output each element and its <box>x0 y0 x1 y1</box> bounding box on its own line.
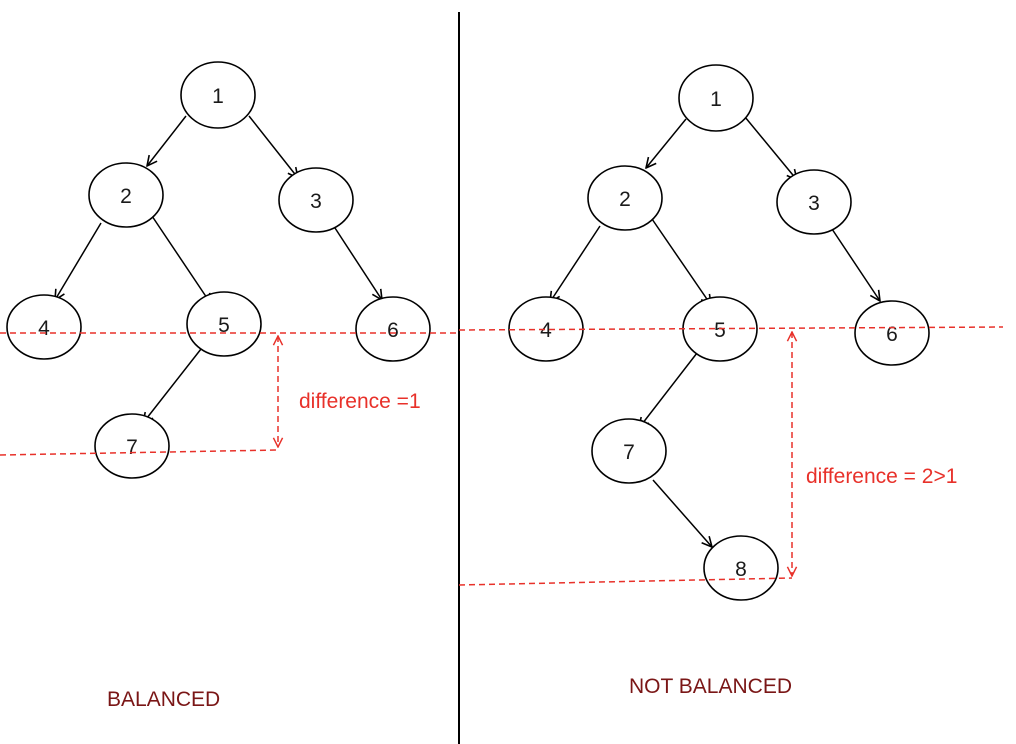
node-label: 7 <box>126 436 138 459</box>
tree-node-1: 1 <box>678 64 754 132</box>
tree-node-4: 4 <box>508 296 584 362</box>
node-label: 8 <box>735 558 747 581</box>
edge-2-5 <box>651 218 711 305</box>
difference-label: difference = 2>1 <box>806 465 957 488</box>
edge-2-5 <box>151 215 211 304</box>
height-line-level-4 <box>458 577 793 586</box>
node-label: 4 <box>540 319 552 342</box>
tree-node-5: 5 <box>186 291 262 357</box>
height-line-level-2 <box>458 326 1004 331</box>
tree-node-3: 3 <box>776 169 852 235</box>
node-label: 1 <box>710 88 722 111</box>
node-label: 5 <box>714 319 726 342</box>
edge-1-3 <box>248 115 298 178</box>
tree-node-6: 6 <box>355 296 431 362</box>
difference-label: difference =1 <box>299 390 421 413</box>
tree-node-7: 7 <box>591 418 667 484</box>
node-label: 1 <box>212 85 224 108</box>
node-label: 3 <box>310 190 322 213</box>
edge-3-6 <box>831 228 880 301</box>
balanced-tree: 1 2 3 4 5 6 7 difference =1 <box>0 61 459 711</box>
node-label: 5 <box>218 314 230 337</box>
balanced-caption: BALANCED <box>107 688 220 711</box>
edge-5-7 <box>639 352 698 428</box>
node-label: 6 <box>387 319 399 342</box>
edge-5-7 <box>143 348 202 423</box>
unbalanced-tree: 1 2 3 4 5 6 7 8 <box>458 64 1004 698</box>
node-label: 3 <box>808 192 820 215</box>
tree-node-4: 4 <box>6 294 82 360</box>
node-label: 2 <box>120 185 132 208</box>
edge-3-6 <box>334 227 382 300</box>
tree-node-1: 1 <box>180 61 256 129</box>
tree-node-3: 3 <box>278 167 354 233</box>
edge-7-8 <box>652 479 712 547</box>
node-label: 4 <box>38 317 50 340</box>
not-balanced-caption: NOT BALANCED <box>629 675 792 698</box>
edge-1-3 <box>744 116 797 180</box>
tree-node-2: 2 <box>88 162 164 228</box>
edge-2-4 <box>550 225 601 302</box>
tree-node-2: 2 <box>587 165 663 231</box>
node-label: 2 <box>619 188 631 211</box>
balanced-tree-edges <box>55 115 382 423</box>
edge-1-2 <box>147 115 187 166</box>
tree-node-6: 6 <box>854 300 930 366</box>
node-label: 7 <box>623 441 635 464</box>
tree-node-8: 8 <box>703 535 779 601</box>
height-line-level-3 <box>0 449 279 456</box>
edge-2-4 <box>55 222 102 300</box>
tree-node-7: 7 <box>94 413 170 479</box>
node-label: 6 <box>886 323 898 346</box>
unbalanced-tree-edges <box>550 116 880 547</box>
edge-1-2 <box>646 118 687 168</box>
